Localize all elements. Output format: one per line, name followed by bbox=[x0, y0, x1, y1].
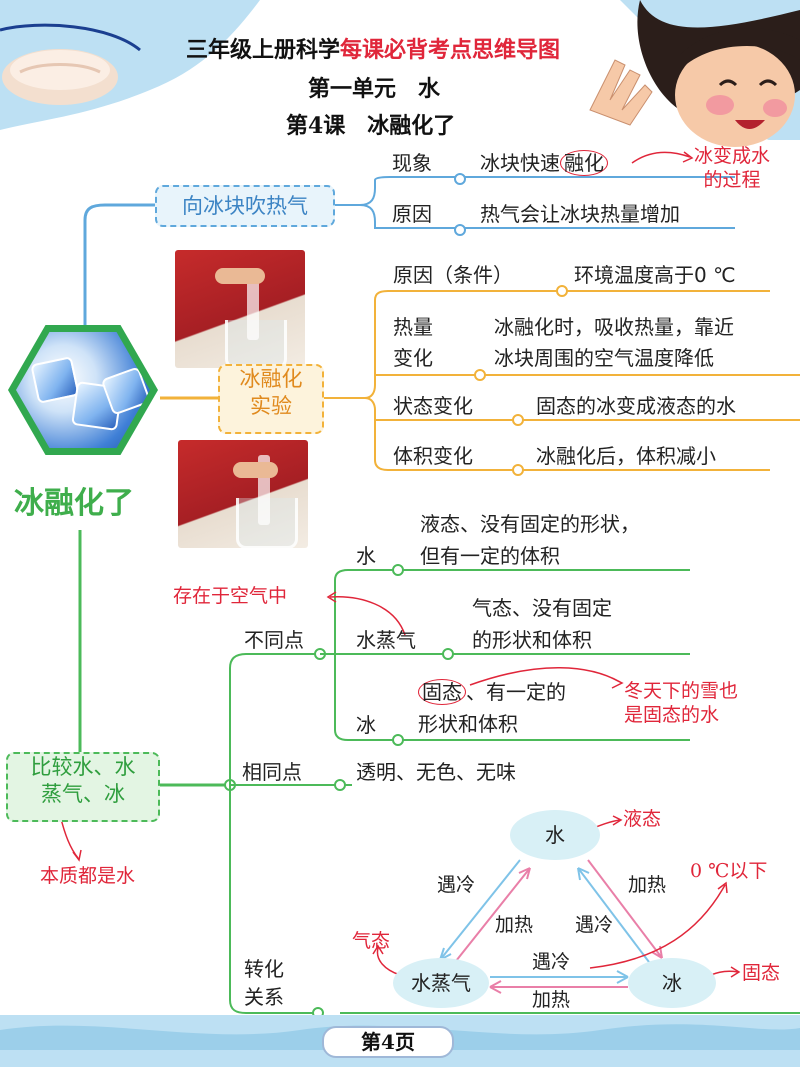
branch1-value-phenomenon: 冰块快速融化 bbox=[480, 150, 608, 177]
ice-line2: 形状和体积 bbox=[418, 712, 518, 736]
soap-decoration bbox=[2, 49, 118, 105]
edge-water-to-vapor: 加热 bbox=[495, 914, 534, 936]
transform-node-ice: 冰 bbox=[628, 958, 716, 1008]
lesson-title: 第4课 冰融化了 bbox=[286, 113, 456, 139]
branch1-key-reason: 原因 bbox=[392, 202, 432, 226]
diff-water-key: 水 bbox=[356, 544, 376, 568]
ice-line1-rest: 、有一定的 bbox=[466, 680, 566, 704]
title-highlight: 每课必背考点思维导图 bbox=[340, 37, 561, 63]
branch3-label-line1: 比较水、水 bbox=[30, 755, 136, 779]
experiment-photo-bottom bbox=[178, 440, 308, 548]
branch3-label-line2: 蒸气、冰 bbox=[41, 782, 125, 807]
edge-water-to-ice: 遇冷 bbox=[575, 914, 614, 936]
circled-solid: 固态 bbox=[418, 679, 466, 705]
experiment-photo-top bbox=[175, 250, 305, 368]
transform-label-line1: 转化 bbox=[244, 957, 284, 981]
title-prefix: 三年级上册科学 bbox=[186, 37, 341, 63]
same-value: 透明、无色、无味 bbox=[356, 760, 516, 784]
note-temp: 0 ℃以下 bbox=[690, 860, 768, 882]
branch2-label-line2: 实验 bbox=[250, 394, 292, 419]
unit-title: 第一单元 水 bbox=[308, 76, 441, 102]
branch1-value-reason: 热气会让冰块热量增加 bbox=[480, 202, 680, 226]
cartoon-girl-decoration bbox=[589, 0, 800, 147]
branch2-key-volume: 体积变化 bbox=[393, 444, 473, 468]
branch1-key-phenomenon: 现象 bbox=[392, 151, 432, 175]
center-topic-label: 冰融化了 bbox=[14, 486, 134, 521]
branch2-value-state: 固态的冰变成液态的水 bbox=[536, 394, 736, 418]
vapor-line2: 的形状和体积 bbox=[472, 628, 592, 652]
edge-ice-to-water: 加热 bbox=[628, 874, 667, 896]
branch2-label-line1: 冰融化 bbox=[239, 367, 303, 391]
water-line1: 液态、没有固定的形状， bbox=[420, 512, 640, 536]
branch2-key-condition: 原因（条件） bbox=[393, 263, 513, 287]
note-solid: 固态 bbox=[742, 962, 781, 984]
branch2-value-heat: 冰融化时，吸收热量，靠近 冰块周围的空气温度降低 bbox=[494, 312, 734, 374]
note-liquid: 液态 bbox=[623, 808, 662, 830]
page-title: 三年级上册科学每课必背考点思维导图 bbox=[186, 32, 560, 64]
page-number-badge: 第4页 bbox=[322, 1026, 454, 1058]
water-line2: 但有一定的体积 bbox=[420, 544, 560, 568]
diff-ice-key: 冰 bbox=[356, 713, 376, 737]
ice-note-line1: 冬天下的雪也 bbox=[624, 680, 739, 702]
diff-water-value: 液态、没有固定的形状， 但有一定的体积 bbox=[420, 508, 640, 572]
branch3-note: 本质都是水 bbox=[40, 865, 136, 887]
edge-vapor-to-water: 遇冷 bbox=[437, 874, 476, 896]
vapor-line1: 气态、没有固定 bbox=[472, 596, 612, 620]
same-label: 相同点 bbox=[242, 760, 302, 784]
branch3-node: 比较水、水 蒸气、冰 bbox=[6, 752, 160, 822]
heat-key-line1: 热量 bbox=[393, 315, 433, 339]
ice-cubes-image bbox=[8, 325, 158, 455]
edge-vapor-to-ice: 遇冷 bbox=[532, 951, 571, 973]
diff-label: 不同点 bbox=[244, 628, 304, 652]
branch1-note-line2: 的过程 bbox=[703, 168, 761, 191]
branch1-node: 向冰块吹热气 bbox=[155, 185, 335, 227]
diff-ice-note: 冬天下的雪也 是固态的水 bbox=[624, 680, 738, 728]
edge-ice-to-vapor: 加热 bbox=[532, 989, 571, 1011]
transform-node-water: 水 bbox=[510, 810, 600, 860]
transform-node-vapor: 水蒸气 bbox=[393, 958, 489, 1008]
transform-label-line2: 关系 bbox=[244, 985, 284, 1009]
branch2-node: 冰融化 实验 bbox=[218, 364, 324, 434]
diff-ice-value: 固态、有一定的 形状和体积 bbox=[418, 676, 566, 740]
heat-value-line2: 冰块周围的空气温度降低 bbox=[494, 346, 714, 370]
branch1-note: 冰变成水 的过程 bbox=[694, 145, 770, 193]
phenomenon-text: 冰块快速 bbox=[480, 151, 560, 175]
transform-label: 转化 关系 bbox=[244, 955, 284, 1011]
branch2-value-volume: 冰融化后，体积减小 bbox=[536, 444, 716, 468]
branch2-key-heat: 热量 变化 bbox=[393, 312, 433, 374]
ice-note-line2: 是固态的水 bbox=[624, 703, 720, 726]
heat-key-line2: 变化 bbox=[393, 346, 433, 370]
note-gas: 气态 bbox=[352, 930, 391, 952]
branch2-key-state: 状态变化 bbox=[393, 394, 473, 418]
diff-note: 存在于空气中 bbox=[173, 585, 288, 607]
branch2-value-condition: 环境温度高于0 ℃ bbox=[574, 263, 736, 287]
diff-vapor-key: 水蒸气 bbox=[356, 628, 416, 652]
branch1-note-line1: 冰变成水 bbox=[694, 145, 771, 167]
heat-value-line1: 冰融化时，吸收热量，靠近 bbox=[494, 315, 734, 339]
diff-vapor-value: 气态、没有固定 的形状和体积 bbox=[472, 592, 612, 656]
ice-line1: 固态、有一定的 bbox=[418, 676, 566, 708]
circled-melt: 融化 bbox=[560, 150, 608, 176]
